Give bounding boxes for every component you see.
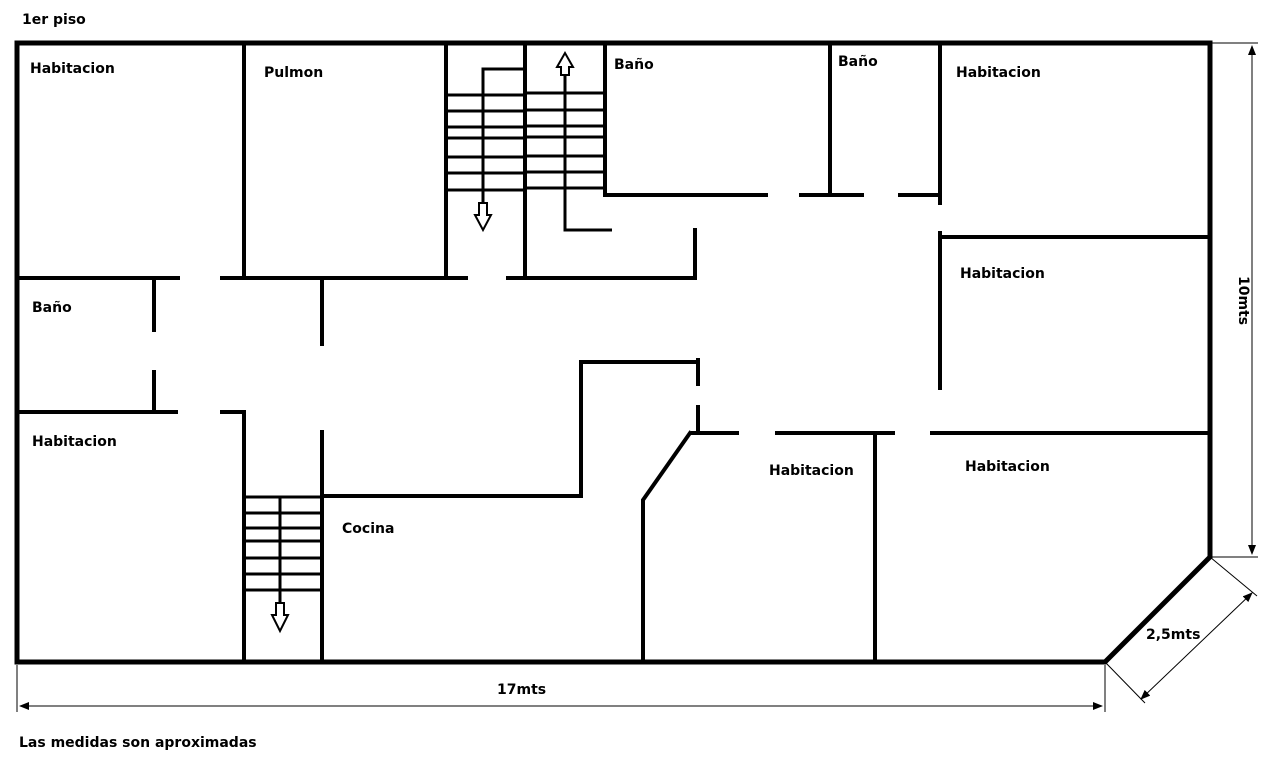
dimension-diagonal-label: 2,5mts bbox=[1146, 627, 1200, 643]
outer-wall bbox=[14, 40, 1213, 665]
arrow-up-icon bbox=[555, 50, 575, 76]
note: Las medidas son aproximadas bbox=[19, 735, 257, 751]
floor-title: 1er piso bbox=[22, 12, 86, 28]
room-label: Baño bbox=[32, 300, 72, 316]
room-label: Habitacion bbox=[965, 459, 1050, 475]
room-label: Baño bbox=[614, 57, 654, 73]
dimension-width-label: 17mts bbox=[497, 682, 546, 698]
arrow-down-icon bbox=[270, 602, 290, 634]
stairs-lower bbox=[244, 495, 322, 634]
room-label: Habitacion bbox=[956, 65, 1041, 81]
arrow-down-icon bbox=[473, 202, 493, 233]
room-label: Habitacion bbox=[960, 266, 1045, 282]
room-label: Cocina bbox=[342, 521, 394, 537]
room-label: Baño bbox=[838, 54, 878, 70]
stairs-upper bbox=[446, 50, 612, 233]
room-label: Habitacion bbox=[32, 434, 117, 450]
dimension-height-label: 10mts bbox=[1235, 276, 1251, 325]
room-label: Habitacion bbox=[30, 61, 115, 77]
interior-walls bbox=[15, 41, 1212, 664]
room-label: Habitacion bbox=[769, 463, 854, 479]
room-label: Pulmon bbox=[264, 65, 323, 81]
dimension-lines bbox=[16, 42, 1258, 712]
